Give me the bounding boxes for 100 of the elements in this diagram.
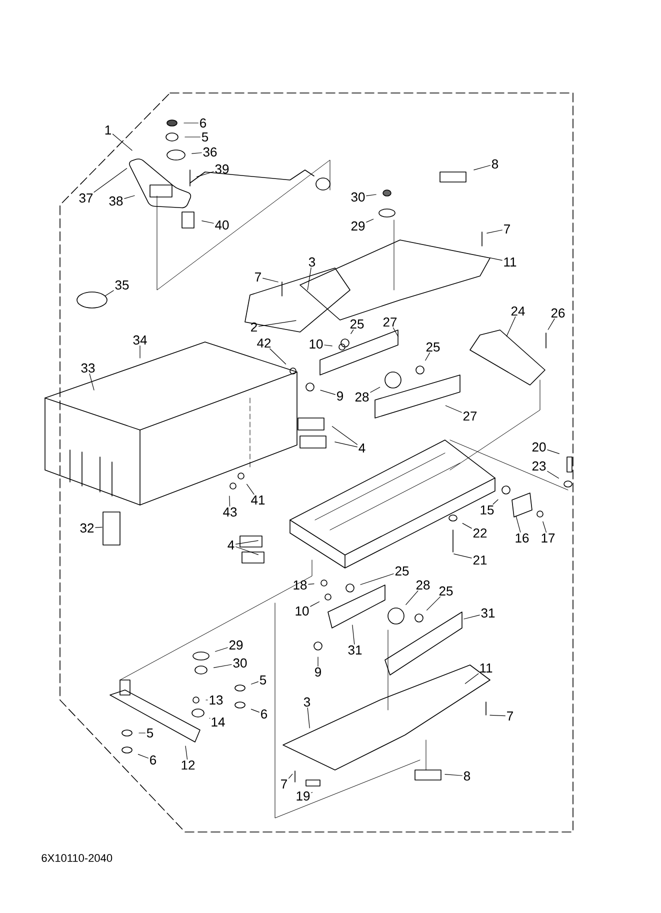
leader-line: [542, 521, 547, 533]
callout-number: 5: [202, 132, 208, 142]
leader-line: [444, 774, 462, 776]
callout-number: 4: [358, 444, 366, 452]
callout-number: 25: [395, 566, 409, 576]
leader-line: [370, 386, 380, 393]
callout-number: 3: [304, 697, 310, 707]
callout-number: 5: [260, 675, 266, 685]
leader-line: [251, 681, 258, 684]
callout-number: 41: [251, 496, 265, 504]
leader-line: [89, 374, 94, 390]
callout-number: 33: [81, 363, 95, 373]
leader-line: [196, 171, 214, 178]
leader-line: [236, 540, 258, 545]
leader-line: [310, 601, 320, 607]
callout-number: 17: [542, 534, 555, 542]
callout-number: 29: [229, 640, 243, 650]
callout-number: 6: [200, 118, 206, 128]
leader-line: [105, 290, 114, 296]
callout-number: 38: [109, 196, 123, 206]
leader-line: [138, 754, 148, 758]
leader-line: [236, 546, 258, 555]
leader-line: [262, 278, 278, 282]
callout-number: 43: [223, 507, 237, 517]
leader-line: [548, 318, 555, 330]
callout-number: 3: [308, 257, 316, 267]
leader-line: [506, 316, 516, 337]
leader-line: [229, 496, 230, 506]
leader-line: [307, 708, 310, 728]
leader-line: [184, 136, 200, 138]
leader-line: [454, 554, 472, 558]
callout-number: 9: [337, 391, 343, 401]
callout-number: 26: [551, 308, 565, 318]
leader-line: [486, 230, 502, 234]
leader-line: [490, 714, 506, 716]
callout-number: 9: [315, 667, 321, 677]
leader-line: [320, 390, 336, 395]
leader-line: [192, 152, 202, 154]
callout-number: 7: [504, 224, 510, 234]
callout-number: 6: [261, 709, 268, 719]
leader-line: [215, 647, 228, 652]
leader-line: [366, 194, 376, 196]
callout-number: 27: [463, 411, 477, 421]
callout-number: 7: [281, 780, 287, 788]
callout-number: 25: [439, 586, 453, 596]
callout-number: 1: [105, 126, 111, 134]
leader-line: [308, 584, 314, 585]
callout-number: 7: [255, 272, 261, 282]
callout-number: 39: [215, 164, 229, 174]
leader-line: [250, 708, 260, 712]
callout-number: 13: [210, 695, 223, 705]
callout-number: 12: [182, 760, 195, 770]
callout-number: 22: [473, 528, 487, 538]
leader-line: [426, 596, 440, 610]
leader-line: [258, 320, 296, 327]
callout-number: 6: [150, 755, 156, 765]
callout-number: 4: [228, 540, 234, 550]
leader-line: [94, 168, 128, 193]
leader-line: [246, 484, 254, 495]
leader-line: [124, 195, 135, 199]
callout-number: 31: [348, 645, 362, 655]
callout-number: 8: [464, 771, 470, 781]
callout-number: 10: [310, 339, 323, 349]
leader-line: [547, 450, 560, 454]
callout-number: 23: [532, 461, 546, 471]
leader-line: [202, 220, 214, 224]
callout-number: 19: [296, 791, 310, 801]
leader-line: [492, 499, 498, 505]
callout-number: 25: [350, 319, 364, 329]
leader-line: [464, 614, 480, 620]
leader-line: [360, 573, 394, 585]
callout-number: 27: [383, 317, 397, 327]
leader-line: [112, 134, 132, 151]
leader-line: [307, 268, 312, 290]
leader-line: [324, 344, 332, 346]
callout-number: 42: [257, 338, 271, 348]
leader-line: [392, 327, 398, 337]
callout-number: 30: [351, 192, 365, 202]
callout-number: 21: [473, 555, 487, 565]
leader-line: [425, 352, 430, 361]
callout-number: 8: [492, 159, 498, 169]
callout-number: 20: [532, 442, 546, 452]
leader-line: [214, 664, 232, 668]
leader-line: [464, 673, 479, 684]
callout-number: 32: [80, 523, 94, 533]
callout-number: 30: [233, 658, 247, 668]
leader-line: [138, 732, 146, 734]
callout-number: 15: [480, 505, 494, 515]
leader-line: [270, 348, 286, 364]
callout-number: 2: [251, 322, 257, 332]
callout-number: 11: [480, 664, 492, 672]
leader-line: [366, 218, 374, 222]
callout-number: 36: [203, 147, 217, 157]
callout-number: 34: [133, 335, 147, 345]
leader-line: [462, 523, 472, 529]
callout-number: 35: [115, 280, 129, 290]
leader-line: [406, 590, 418, 605]
leader-line: [332, 426, 358, 445]
leader-line: [184, 122, 198, 124]
callout-number: 5: [146, 728, 154, 738]
